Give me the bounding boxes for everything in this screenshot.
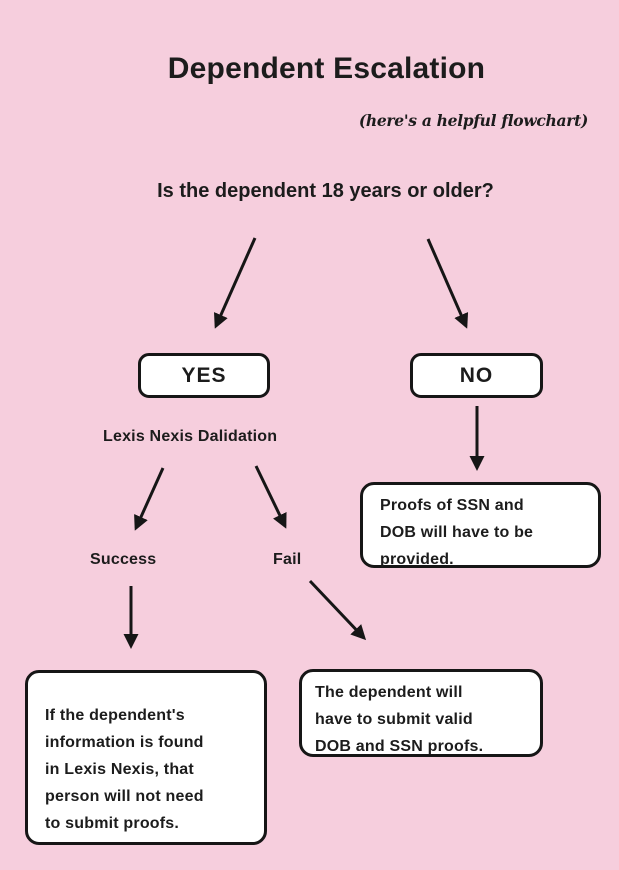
node-yes-label: YES (181, 363, 227, 387)
arrow-fail-to-outcome (308, 579, 367, 641)
question-text: Is the dependent 18 years or older? (157, 180, 494, 202)
arrow-question-to-no (426, 238, 469, 329)
page-title: Dependent Escalation (167, 52, 486, 85)
arrow-lexis-to-success (134, 467, 165, 531)
node-no-label: NO (459, 363, 494, 387)
page-subtitle: (here's a helpful flowchart) (358, 111, 588, 130)
arrow-question-to-yes (214, 237, 257, 329)
node-fail: Fail (273, 551, 302, 568)
node-success: Success (90, 551, 157, 568)
node-yes: YES (138, 353, 270, 398)
node-lexis-validation: Lexis Nexis Dalidation (103, 428, 278, 445)
arrow-lexis-to-fail (254, 465, 287, 529)
node-no: NO (410, 353, 543, 398)
